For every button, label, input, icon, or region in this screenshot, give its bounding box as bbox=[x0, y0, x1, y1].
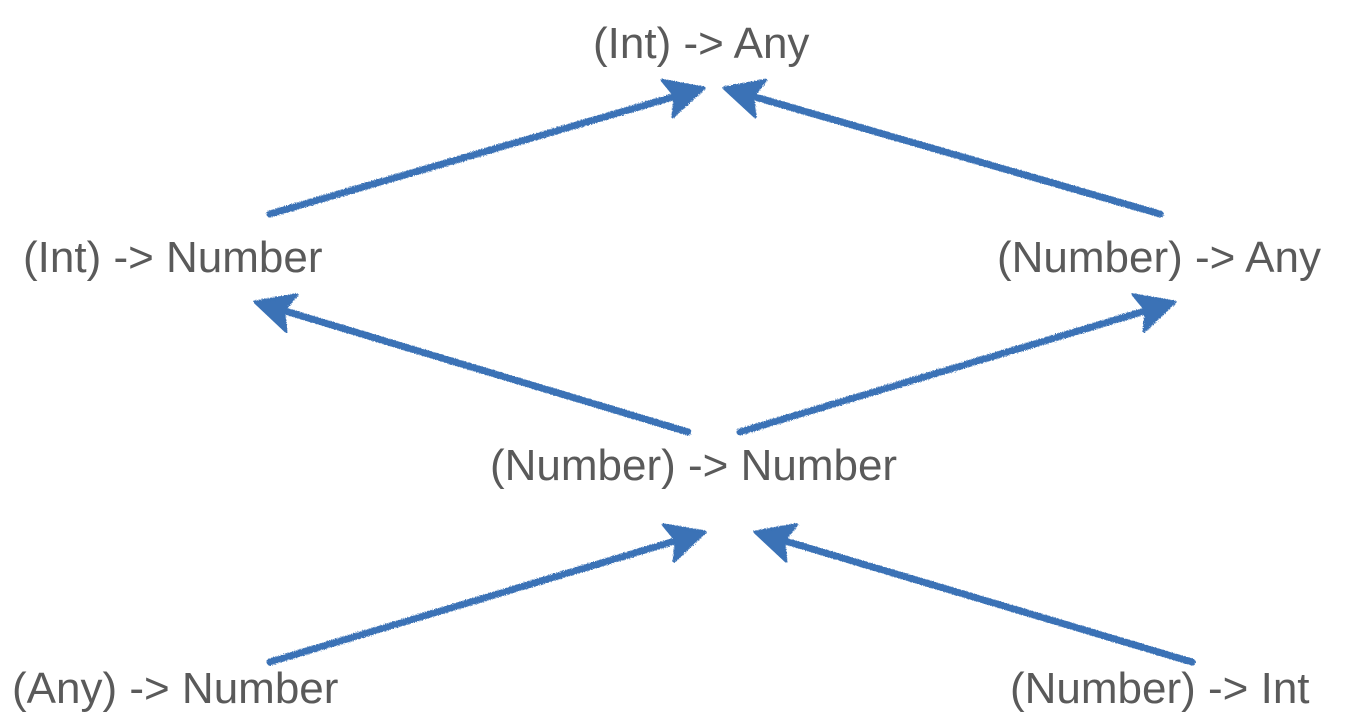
arrow-shaft bbox=[266, 93, 675, 218]
arrow-shaft bbox=[736, 308, 1146, 436]
arrow-head bbox=[722, 78, 768, 119]
arrow-center-to-mid-left bbox=[253, 293, 692, 436]
arrow-head bbox=[753, 523, 799, 563]
arrow-head bbox=[1131, 293, 1177, 333]
arrow-shaft bbox=[753, 93, 1164, 218]
arrow-center-to-mid-right bbox=[736, 293, 1177, 436]
arrow-head bbox=[661, 523, 707, 563]
arrow-shaft bbox=[266, 538, 676, 666]
node-any-to-number: (Any) -> Number bbox=[12, 664, 339, 713]
arrow-shaft bbox=[784, 538, 1196, 666]
arrow-head bbox=[660, 78, 706, 119]
arrow-bot-left-to-center bbox=[266, 523, 707, 666]
arrow-mid-left-to-top bbox=[266, 78, 706, 218]
arrow-mid-right-to-top bbox=[722, 78, 1164, 218]
node-int-to-number: (Int) -> Number bbox=[23, 233, 323, 282]
arrow-head bbox=[253, 293, 299, 333]
node-number-to-int: (Number) -> Int bbox=[1010, 664, 1310, 713]
arrow-bot-right-to-center bbox=[753, 523, 1196, 666]
arrow-shaft bbox=[284, 308, 692, 436]
node-number-to-any: (Number) -> Any bbox=[997, 233, 1321, 282]
node-int-to-any: (Int) -> Any bbox=[593, 19, 810, 68]
node-number-to-number: (Number) -> Number bbox=[490, 441, 898, 490]
